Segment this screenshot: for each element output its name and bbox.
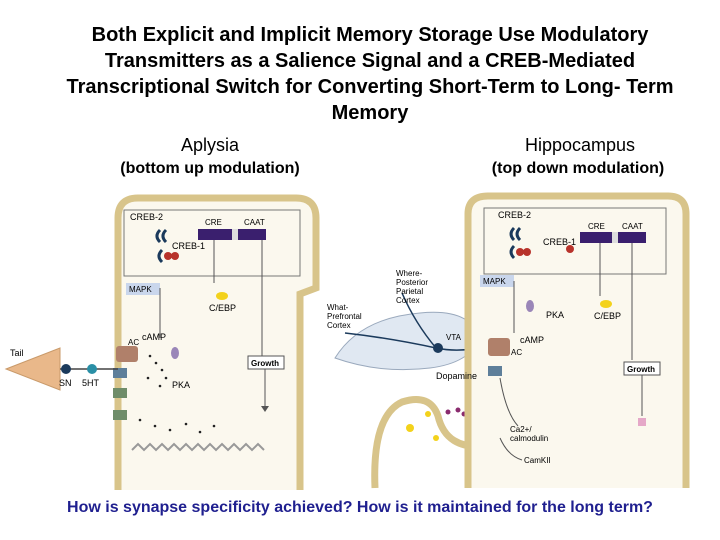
vta-node: [433, 343, 443, 353]
hippo-pka-label: PKA: [546, 310, 564, 320]
hippocampus-panel: CREB-2 CRE CAAT CREB-1 MAPK PKA C/EBP cA…: [436, 192, 690, 488]
aplysia-subheading: (bottom up modulation): [120, 160, 300, 177]
hippo-growth-label: Growth: [627, 365, 655, 374]
aplysia-cebp-icon: [216, 292, 228, 300]
aplysia-dna-gap: [232, 229, 238, 240]
aplysia-ac-label: AC: [128, 338, 139, 347]
brain-pathway-2: [401, 292, 437, 349]
aplysia-postsynaptic-spines: [131, 442, 265, 452]
aplysia-growth-box: [247, 355, 285, 370]
aplysia-panel: CREB-2 CRE CAAT CREB-1 MAPK C/EBP Growth…: [4, 194, 320, 490]
aplysia-creb1-icon: [157, 248, 164, 264]
hippo-creb1-dot-3: [566, 245, 574, 253]
aplysia-nucleus: [123, 209, 301, 277]
aplysia-pka-label: PKA: [172, 380, 190, 390]
sn-label: SN: [59, 378, 72, 388]
synapse-vesicles: [406, 407, 467, 441]
aplysia-mapk-label: MAPK: [129, 285, 152, 294]
aplysia-growth-label: Growth: [251, 359, 279, 368]
sn-cell-icon: [61, 364, 71, 374]
aplysia-mapk-box: [126, 283, 160, 295]
hippo-ac-label: AC: [511, 348, 522, 357]
hippo-pka-icon: [526, 300, 534, 312]
what-label-2: Prefrontal: [327, 312, 362, 321]
hippo-mapk-box: [480, 275, 514, 287]
hippo-cre-label: CRE: [588, 222, 605, 231]
aplysia-creb1-dot-2: [171, 252, 179, 260]
hippo-creb1-icon: [509, 244, 516, 260]
question-text: How is synapse specificity achieved? How…: [67, 499, 653, 516]
aplysia-creb2-icon: [155, 228, 168, 244]
fiveht-label: 5HT: [82, 378, 100, 388]
aplysia-receptor-2: [113, 388, 127, 398]
aplysia-ac-icon: [116, 346, 138, 362]
camkii-label: CamKII: [524, 456, 551, 465]
dopamine-label: Dopamine: [436, 371, 477, 381]
brain-pathway-1: [344, 332, 437, 349]
hippo-camp-label: cAMP: [520, 335, 544, 345]
where-label-2: Posterior: [396, 278, 428, 287]
aplysia-cre-label: CRE: [205, 218, 222, 227]
aplysia-creb1-label: CREB-1: [172, 241, 205, 251]
hippo-creb2-icon: [509, 226, 522, 242]
hippo-creb1-dot: [516, 248, 524, 256]
fiveht-cell-icon: [87, 364, 97, 374]
aplysia-heading: Aplysia: [180, 135, 240, 155]
hippo-mapk-label: MAPK: [483, 277, 506, 286]
hippo-creb2-label: CREB-2: [498, 210, 531, 220]
aplysia-caat-label: CAAT: [244, 218, 265, 227]
aplysia-creb2-label: CREB-2: [130, 212, 163, 222]
hippo-dna-gap: [612, 232, 618, 243]
hippocampus-lower-outline: [371, 396, 487, 489]
hippo-caat-label: CAAT: [622, 222, 643, 231]
where-label-3: Parietal: [396, 287, 423, 296]
hippo-growth-target: [638, 418, 646, 426]
tail-label: Tail: [10, 348, 24, 358]
aplysia-receptor-3: [113, 410, 127, 420]
where-label-4: Cortex: [396, 296, 420, 305]
hippo-cebp-label: C/EBP: [594, 311, 621, 321]
what-label-1: What-: [327, 303, 349, 312]
aplysia-vesicles: [138, 354, 216, 434]
what-label-3: Cortex: [327, 321, 351, 330]
hippo-cebp-icon: [600, 300, 612, 308]
aplysia-creb1-dot: [164, 252, 172, 260]
memory-diagram: CREB-2 CRE CAAT CREB-1 MAPK C/EBP Growth…: [4, 192, 690, 490]
where-label-1: Where-: [396, 269, 423, 278]
hippo-ac-icon: [488, 338, 510, 356]
aplysia-receptor-1: [113, 368, 127, 378]
hippo-creb1-dot-2: [523, 248, 531, 256]
aplysia-pka-icon: [171, 347, 179, 359]
calmodulin-label: calmodulin: [510, 434, 548, 443]
slide-title: Both Explicit and Implicit Memory Storag…: [66, 24, 674, 124]
aplysia-cebp-label: C/EBP: [209, 303, 236, 313]
vta-label: VTA: [446, 333, 462, 342]
hippo-creb1-label: CREB-1: [543, 237, 576, 247]
aplysia-cell-outline: [114, 194, 320, 490]
aplysia-growth-arrowhead: [261, 406, 269, 412]
hippocampus-heading: Hippocampus: [524, 135, 636, 155]
hippocampus-nucleus: [483, 207, 667, 275]
hippo-receptor-1: [488, 366, 502, 376]
camkii-pathway: [499, 377, 523, 461]
ca-label: Ca2+/: [510, 425, 532, 434]
aplysia-camp-label: cAMP: [142, 332, 166, 342]
hippocampus-subheading: (top down modulation): [491, 160, 665, 177]
